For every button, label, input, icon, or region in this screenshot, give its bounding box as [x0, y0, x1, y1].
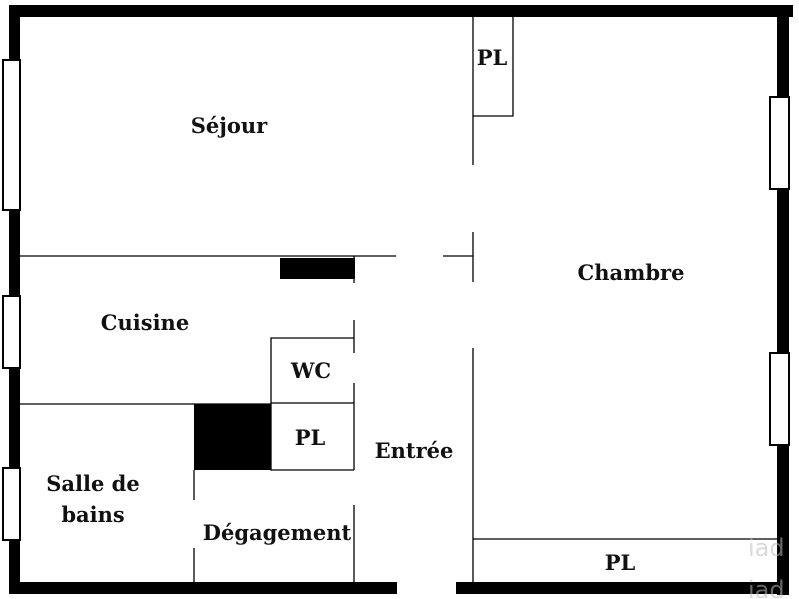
label-cuisine: Cuisine [101, 310, 189, 335]
label-entree: Entrée [375, 438, 454, 463]
interior-walls [20, 17, 777, 582]
bottom-wall-right [456, 582, 789, 594]
watermark-text-top: iad [748, 534, 785, 562]
window-chambre-top [769, 96, 790, 190]
label-degagement: Dégagement [203, 520, 352, 545]
label-wc: WC [290, 358, 331, 383]
label-sejour: Séjour [191, 113, 268, 138]
windows [2, 59, 790, 541]
placard-top-outline [473, 17, 514, 117]
watermark: iad iad [748, 534, 785, 599]
duct-block-top [280, 258, 355, 279]
window-chambre-bottom [769, 352, 790, 446]
outer-walls [9, 5, 793, 595]
label-salle-de-bains-line2: bains [61, 502, 124, 527]
label-placard-bottom: PL [605, 550, 636, 575]
label-salle-de-bains-line1: Salle de [46, 471, 139, 496]
room-labels: Séjour PL Chambre Cuisine WC PL Entrée S… [46, 45, 684, 575]
window-salle-de-bains [2, 467, 21, 541]
window-cuisine [2, 295, 21, 369]
wc-outline [270, 337, 354, 404]
watermark-text-bottom: iad [748, 576, 785, 599]
window-sejour [2, 59, 21, 211]
label-placard-middle: PL [295, 425, 326, 450]
right-wall [777, 5, 789, 595]
label-chambre: Chambre [578, 260, 685, 285]
top-wall [9, 5, 793, 17]
bottom-wall-left [9, 582, 397, 594]
label-placard-top: PL [477, 45, 508, 70]
duct-block-middle [194, 404, 271, 470]
